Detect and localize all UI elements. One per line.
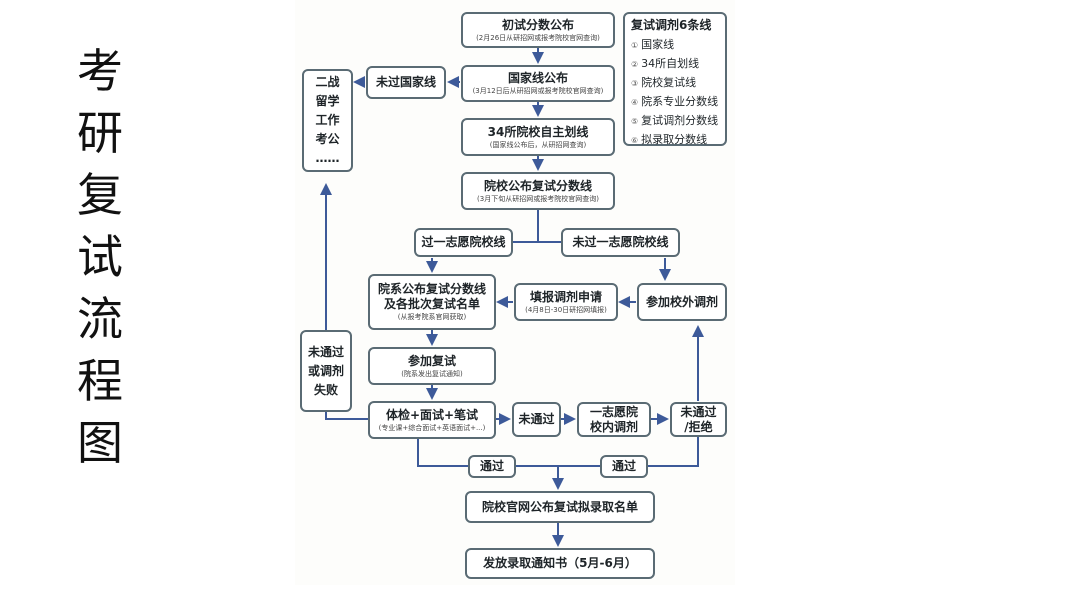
item-text: 院校复试线: [641, 76, 697, 89]
item-text: 34所自划线: [641, 57, 700, 70]
node-label: 院校公布复试分数线: [483, 178, 592, 193]
item-text: 院系专业分数线: [641, 95, 719, 108]
node-label: 参加校外调剂: [645, 294, 718, 309]
item-number: ⑤: [631, 117, 639, 126]
node-pass-left: 通过: [468, 455, 516, 478]
node-label: 院系公布复试分数线: [377, 282, 486, 296]
node-failed-adjust: 未通过或调剂失败: [300, 330, 352, 412]
node-dept-publish: 院系公布复试分数线及各批次复试名单 (从报考院系官网获取): [368, 274, 496, 330]
node-line: /拒绝: [684, 419, 713, 434]
node-label: 参加复试: [407, 353, 456, 368]
node-label: 34所院校自主划线: [487, 124, 589, 139]
node-sub: (国家线公布后，从研招网查询): [489, 140, 587, 149]
node-line: 未通过: [680, 404, 717, 419]
connectors: [320, 48, 704, 547]
node-sub: (3月下旬从研招网或报考院校官网查询): [477, 194, 599, 203]
node-sub: (3月12日后从研招网或报考院校官网查询): [472, 87, 604, 95]
node-line: 未通过: [307, 344, 344, 359]
node-external-adjust: 参加校外调剂: [637, 283, 727, 321]
node-label: 院校官网公布复试拟录取名单: [481, 499, 638, 514]
node-sub: (专业课+综合面试+英语面试+...): [378, 423, 486, 432]
node-national-line: 国家线公布 (3月12日后从研招网或报考院校官网查询): [461, 65, 615, 102]
node-attend-retest: 参加复试(院系发出复试通知): [368, 347, 496, 385]
node-label: 初试分数公布: [501, 17, 574, 32]
slide-title: 考研复试流程图: [77, 44, 123, 470]
flowchart: 初试分数公布(2月26日从研招网或报考院校官网查询) 国家线公布 (3月12日后从…: [295, 0, 735, 585]
node-line: 失败: [313, 382, 338, 397]
node-line: ……: [315, 151, 340, 165]
node-fill-adjust: 填报调剂申请(4月8日-30日研招网填报): [514, 283, 618, 321]
node-34-self-line: 34所院校自主划线(国家线公布后，从研招网查询): [461, 118, 615, 156]
node-line: 或调剂: [307, 363, 344, 378]
node-line: 留学: [315, 94, 340, 108]
node-exam: 体检+面试+笔试(专业课+综合面试+英语面试+...): [368, 401, 496, 439]
node-label: 及各批次复试名单: [383, 297, 480, 311]
node-label: 国家线公布: [507, 71, 568, 85]
node-line: 二战: [315, 75, 340, 89]
node-label: 填报调剂申请: [529, 289, 602, 304]
node-not-pass-reject: 未通过/拒绝: [670, 402, 727, 437]
node-sub: (4月8日-30日研招网填报): [525, 305, 607, 314]
node-admission-list: 院校官网公布复试拟录取名单: [465, 491, 655, 523]
node-line: 校内调剂: [589, 419, 638, 434]
item-number: ③: [631, 79, 639, 88]
node-label: 通过: [611, 459, 636, 473]
node-initial-scores: 初试分数公布(2月26日从研招网或报考院校官网查询): [461, 12, 615, 48]
node-sub: (2月26日从研招网或报考院校官网查询): [476, 33, 600, 42]
node-label: 体检+面试+笔试: [385, 407, 479, 422]
node-pass-right: 通过: [600, 455, 648, 478]
item-text: 复试调剂分数线: [641, 114, 719, 127]
node-alternatives: 二战留学工作考公 ……: [302, 69, 353, 172]
node-not-pass: 未通过: [512, 402, 561, 437]
node-label: 未过国家线: [375, 75, 436, 89]
node-line: 一志愿院: [589, 404, 638, 419]
item-number: ④: [631, 98, 639, 107]
node-label: 发放录取通知书（5月-6月）: [483, 556, 637, 570]
node-sub: (院系发出复试通知): [401, 369, 463, 378]
node-school-retest-line: 院校公布复试分数线(3月下旬从研招网或报考院校官网查询): [461, 172, 615, 210]
node-line: 考公: [315, 132, 340, 146]
panel-heading: 复试调剂6条线: [631, 18, 712, 32]
item-text: 拟录取分数线: [641, 133, 708, 146]
node-pass-first-choice: 过一志愿院校线: [414, 228, 513, 257]
item-number: ①: [631, 41, 639, 50]
node-not-pass-national: 未过国家线: [366, 66, 446, 99]
item-number: ⑥: [631, 136, 639, 145]
node-internal-adjust: 一志愿院校内调剂: [577, 402, 651, 437]
node-not-pass-first-choice: 未过一志愿院校线: [561, 228, 680, 257]
node-line: 工作: [315, 113, 340, 127]
node-sub: (从报考院系官网获取): [397, 313, 467, 321]
node-label: 未通过: [518, 412, 555, 426]
item-text: 国家线: [641, 38, 675, 51]
node-label: 过一志愿院校线: [421, 235, 506, 249]
node-label: 未过一志愿院校线: [572, 235, 669, 249]
node-label: 通过: [479, 459, 504, 473]
item-number: ②: [631, 60, 639, 69]
node-admission-notice: 发放录取通知书（5月-6月）: [465, 548, 655, 579]
